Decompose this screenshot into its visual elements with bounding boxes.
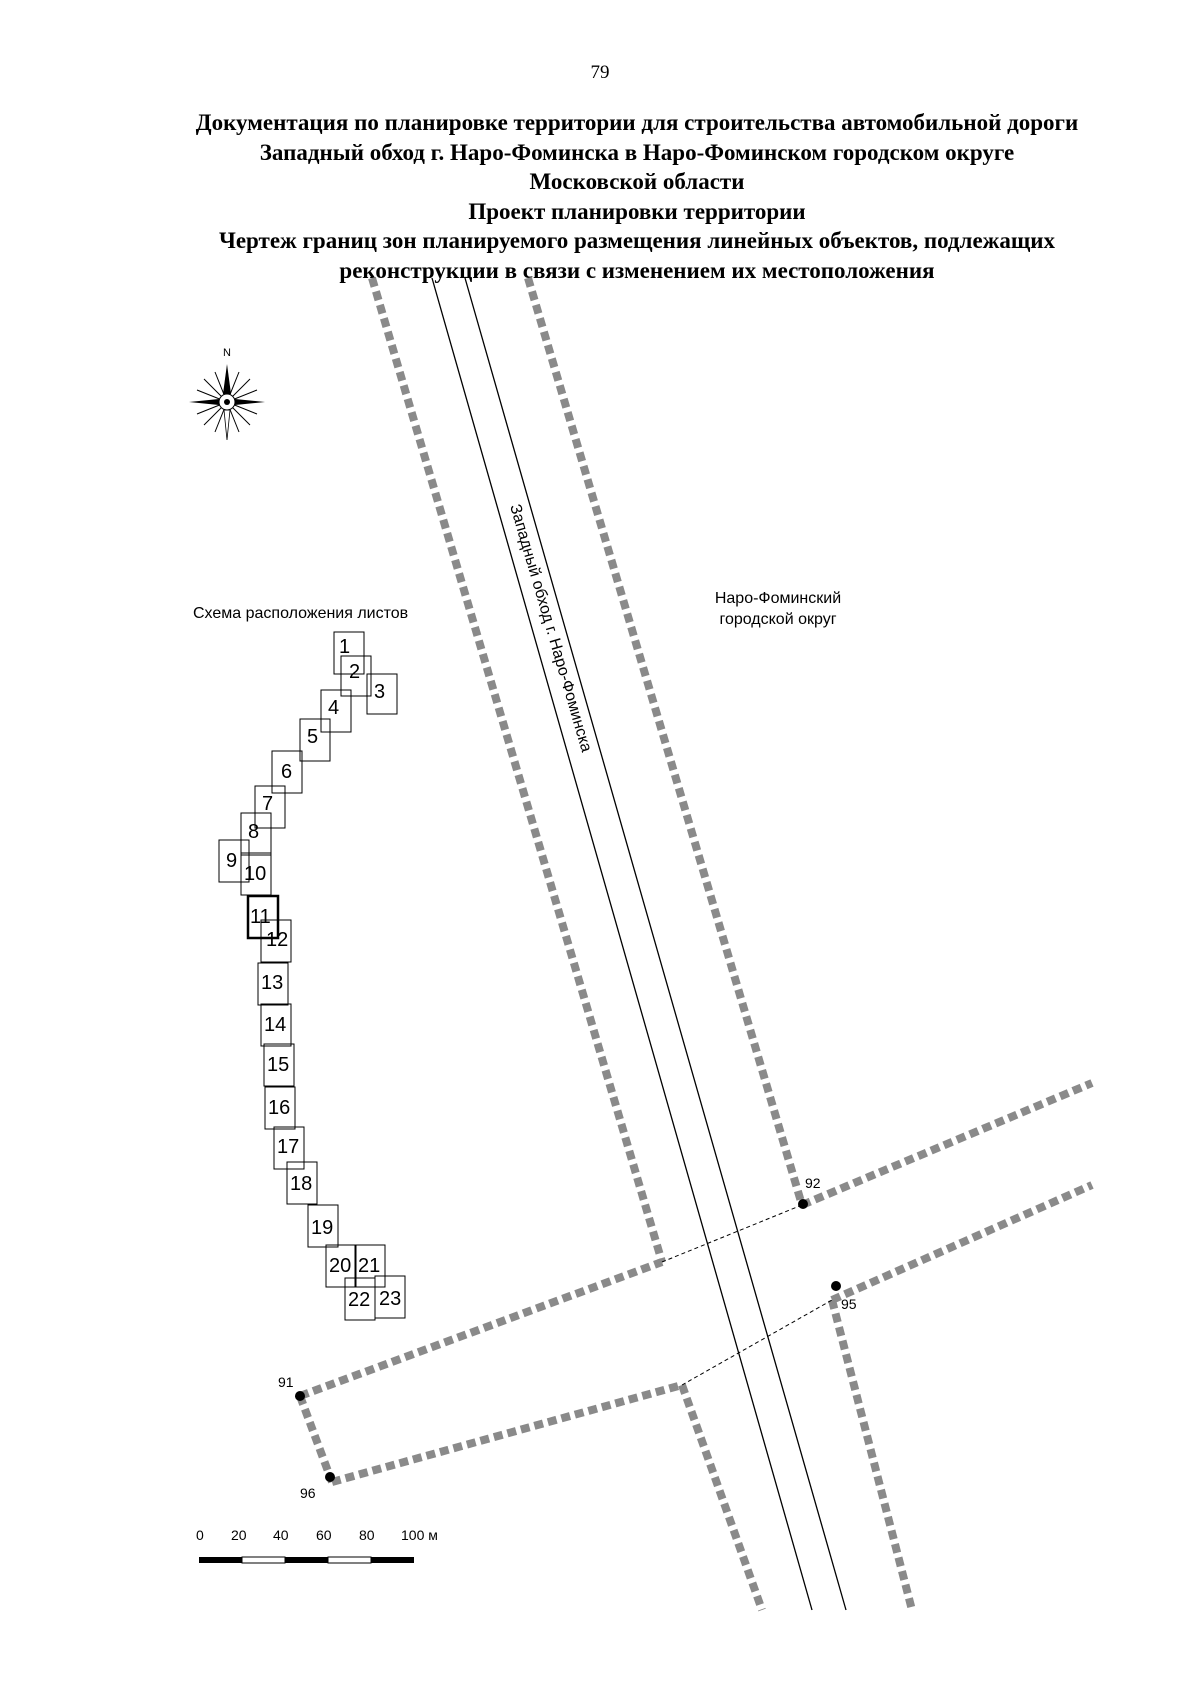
sheet-label-7: 7	[262, 793, 273, 815]
boundary-points	[295, 1199, 841, 1482]
compass-north-label: N	[223, 347, 231, 359]
sheet-label-9: 9	[226, 850, 237, 872]
sheet-box-19	[307, 1204, 339, 1248]
sheet-label-3: 3	[374, 681, 385, 703]
sheet-box-9	[218, 839, 250, 883]
sheet-label-10: 10	[244, 863, 266, 885]
sheet-label-16: 16	[268, 1097, 290, 1119]
sheet-label-8: 8	[248, 821, 259, 843]
sheet-label-2: 2	[349, 661, 360, 683]
sheet-box-18	[286, 1161, 318, 1205]
title-line-5: Чертеж границ зон планируемого размещени…	[218, 228, 1056, 253]
scale-tick-0: 0	[196, 1527, 204, 1543]
scale-tick-40: 40	[273, 1527, 289, 1543]
scale-tick-80: 80	[359, 1527, 375, 1543]
sheet-label-1: 1	[339, 636, 350, 658]
title-line-2: Западный обход г. Наро-Фоминска в Наро-Ф…	[259, 139, 1015, 165]
zone-boundary-main-west	[368, 276, 666, 1264]
cross-line-south	[681, 1299, 833, 1386]
point-96-marker	[325, 1472, 335, 1482]
sheet-label-20: 20	[329, 1255, 351, 1277]
scale-tick-20: 20	[231, 1527, 247, 1543]
scale-bar: 0 20 40 60 80 100 м	[196, 1527, 438, 1564]
zone-boundary-main-east-lower	[828, 1299, 916, 1611]
sheet-box-13	[257, 962, 289, 1006]
sheet-label-19: 19	[311, 1217, 333, 1239]
point-96-label: 96	[300, 1485, 316, 1501]
compass-rose-icon: N	[189, 347, 265, 441]
point-91-label: 91	[278, 1374, 294, 1390]
sheet-label-13: 13	[261, 972, 283, 994]
point-92-label: 92	[805, 1175, 821, 1191]
sheet-label-17: 17	[277, 1136, 299, 1158]
sheet-label-21: 21	[358, 1255, 380, 1277]
sheet-box-21	[354, 1244, 386, 1288]
sheet-box-1	[333, 631, 365, 675]
zone-boundary-cross-north	[800, 1079, 1094, 1209]
sheet-label-5: 5	[307, 726, 318, 748]
sheet-label-22: 22	[348, 1289, 370, 1311]
sheet-label-15: 15	[267, 1054, 289, 1076]
road-edge-left	[431, 277, 813, 1611]
sheet-label-23: 23	[379, 1288, 401, 1310]
sheet-label-18: 18	[290, 1173, 312, 1195]
sheet-label-12: 12	[266, 929, 288, 951]
title-line-6: реконструкции в связи с изменением их ме…	[339, 257, 935, 283]
zone-boundaries	[296, 276, 1094, 1612]
sheet-box-20	[325, 1244, 357, 1288]
title-line-4: Проект планировки территории	[468, 198, 806, 224]
sheet-box-7	[254, 785, 286, 829]
sheet-box-23	[374, 1275, 406, 1319]
cross-connection-lines	[661, 1204, 833, 1386]
sheet-box-2	[340, 655, 372, 697]
zone-boundary-cross-south	[830, 1181, 1094, 1304]
scale-tick-100: 100 м	[401, 1527, 438, 1543]
sheet-box-12	[260, 919, 292, 963]
sheet-box-4	[320, 689, 352, 733]
sheet-box-11	[246, 894, 280, 940]
district-label-line-2: городской округ	[719, 611, 836, 628]
zone-boundary-end-west	[296, 1394, 336, 1484]
sheet-label-11: 11	[250, 906, 271, 928]
road-label: Западный обход г. Наро-Фоминска	[506, 502, 595, 754]
point-95-label: 95	[841, 1296, 857, 1312]
road-edge-right	[464, 277, 847, 1611]
sheet-box-16	[264, 1086, 296, 1130]
sheet-box-15	[263, 1043, 295, 1087]
point-95-marker	[831, 1281, 841, 1291]
road-edges	[431, 277, 847, 1611]
sheet-box-8	[240, 812, 272, 856]
scale-tick-60: 60	[316, 1527, 332, 1543]
sheet-box-5	[299, 718, 331, 762]
sheet-box-6	[271, 750, 303, 794]
point-91-marker	[295, 1391, 305, 1401]
point-92-marker	[798, 1199, 808, 1209]
title-line-1: Документация по планировке территории дл…	[195, 110, 1079, 135]
sheet-box-3	[366, 673, 398, 715]
zone-boundary-cross-south-west	[330, 1381, 684, 1486]
sheet-index	[218, 631, 406, 1321]
title-line-3: Московской области	[529, 169, 745, 194]
sheet-box-14	[260, 1003, 292, 1047]
sheet-label-6: 6	[281, 761, 292, 783]
page-number: 79	[590, 62, 610, 83]
sheet-label-4: 4	[328, 697, 339, 719]
zone-boundary-main-east	[524, 276, 806, 1207]
document-title: Документация по планировке территории дл…	[140, 108, 1134, 285]
district-label-line-1: Наро-Фоминский	[715, 590, 841, 607]
sheet-index-title: Схема расположения листов	[193, 605, 408, 622]
zone-boundary-cross-north-west	[298, 1258, 664, 1400]
sheet-label-14: 14	[264, 1014, 286, 1036]
sheet-box-17	[273, 1126, 305, 1170]
zone-boundary-main-west-lower	[678, 1383, 766, 1612]
